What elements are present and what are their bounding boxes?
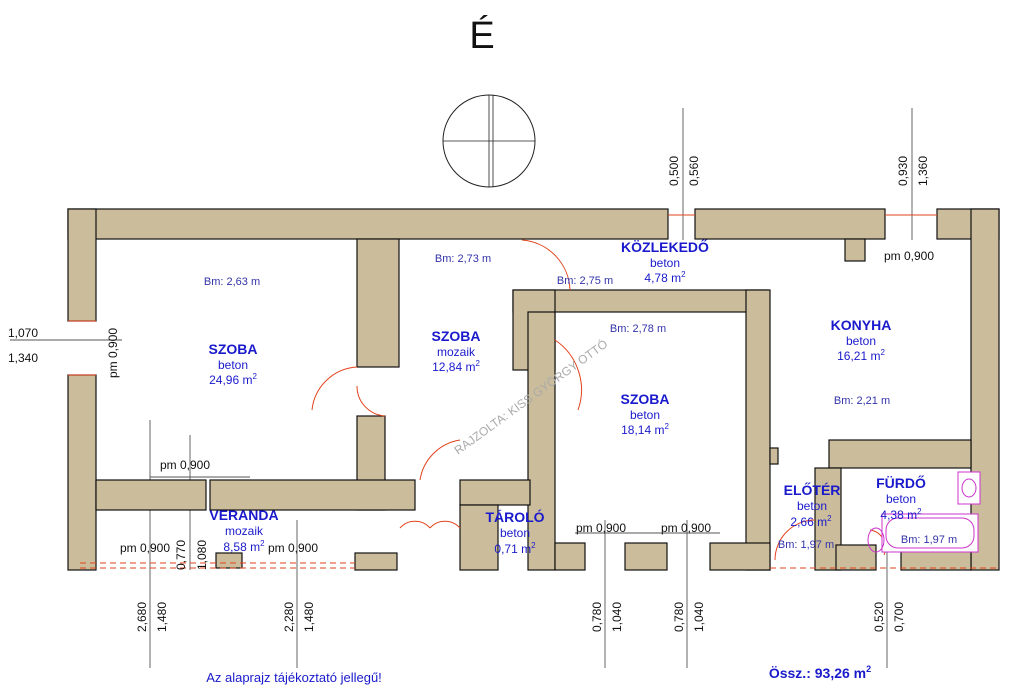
room-area: 16,21 m2 — [837, 348, 885, 363]
dim-label: 0,560 — [687, 156, 701, 186]
room-bm: Bm: 2,63 m — [204, 276, 260, 288]
dim-label: 0,520 — [872, 602, 886, 632]
bathroom-fixtures — [867, 471, 981, 553]
room-bm: Bm: 2,73 m — [435, 253, 491, 265]
dim-label: pm 0,900 — [576, 521, 626, 535]
room-name: TÁROLÓ — [485, 508, 544, 525]
room-material: beton — [650, 256, 680, 270]
room-area: 24,96 m2 — [209, 372, 257, 387]
room-area: 4,38 m2 — [880, 507, 922, 522]
room-area: 18,14 m2 — [621, 422, 669, 437]
room-material: mozaik — [225, 524, 264, 538]
total-area: Össz.: 93,26 m2 — [769, 664, 871, 681]
disclaimer-note: Az alaprajz tájékoztató jellegű! — [206, 670, 382, 685]
room-name: KONYHA — [831, 317, 892, 333]
room-bm: Bm: 2,78 m — [610, 323, 666, 335]
dim-label: 1,340 — [8, 351, 38, 365]
dim-label: 1,480 — [155, 602, 169, 632]
dim-label: 0,930 — [896, 156, 910, 186]
room-bm: Bm: 2,75 m — [557, 275, 613, 287]
room-name: KÖZLEKEDŐ — [621, 238, 709, 255]
room-name: FÜRDŐ — [876, 474, 926, 491]
room-name: SZOBA — [209, 341, 258, 357]
compass-icon — [442, 94, 536, 188]
room-material: beton — [500, 526, 530, 540]
window-openings — [68, 214, 998, 569]
room-material: beton — [218, 358, 248, 372]
dim-label: 1,040 — [692, 602, 706, 632]
dim-label: 1,360 — [916, 156, 930, 186]
room-material: beton — [630, 408, 660, 422]
dim-label: pm 0,900 — [120, 541, 170, 555]
dim-label: 2,280 — [282, 602, 296, 632]
room-bm: Bm: 1,97 m — [778, 539, 834, 551]
room-name: VERANDA — [209, 507, 278, 523]
room-area: 12,84 m2 — [432, 359, 480, 374]
dim-label: 1,070 — [8, 326, 38, 340]
dim-label: pm 0,900 — [160, 458, 210, 472]
north-label: É — [469, 14, 494, 57]
dimension-labels: 0,500 0,560 0,930 1,360 1,070 1,340 pm 0… — [8, 156, 934, 632]
door-arcs — [311, 239, 886, 561]
dim-label: pm 0,900 — [106, 328, 120, 378]
room-material: beton — [886, 492, 916, 506]
room-area: 4,78 m2 — [644, 270, 686, 285]
room-name: SZOBA — [621, 391, 670, 407]
room-material: beton — [797, 499, 827, 513]
room-material: mozaik — [437, 345, 476, 359]
room-bm: Bm: 1,97 m — [901, 534, 957, 546]
dim-label: 0,780 — [672, 602, 686, 632]
walls — [67, 208, 1000, 571]
dim-label: 1,080 — [195, 540, 209, 570]
room-area: 8,58 m2 — [223, 539, 265, 554]
dim-label: 0,780 — [590, 602, 604, 632]
room-area: 2,66 m2 — [790, 514, 832, 529]
dimension-lines — [10, 108, 913, 668]
dim-label: 0,770 — [174, 540, 188, 570]
dim-label: 1,480 — [302, 602, 316, 632]
room-material: beton — [846, 334, 876, 348]
dim-label: pm 0,900 — [884, 249, 934, 263]
room-name: SZOBA — [432, 328, 481, 344]
room-bm: Bm: 2,21 m — [834, 395, 890, 407]
room-name: ELŐTÉR — [784, 481, 841, 498]
dim-label: 0,500 — [667, 156, 681, 186]
room-area: 0,71 m2 — [494, 541, 536, 556]
room-labels: Bm: 2,63 m SZOBA beton 24,96 m2 Bm: 2,73… — [204, 238, 957, 556]
dim-label: pm 0,900 — [268, 541, 318, 555]
dim-label: 2,680 — [135, 602, 149, 632]
dim-label: 0,700 — [892, 602, 906, 632]
dim-label: 1,040 — [610, 602, 624, 632]
dim-label: pm 0,900 — [661, 521, 711, 535]
